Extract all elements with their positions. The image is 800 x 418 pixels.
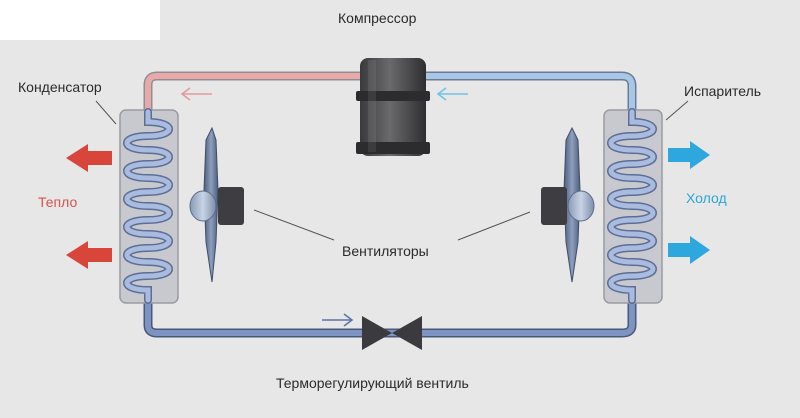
heat-label: Тепло <box>38 194 78 210</box>
expansion-valve-label: Терморегулирующий вентиль <box>276 375 469 391</box>
cold-arrow-upper <box>668 141 710 169</box>
leader-lines <box>95 100 689 241</box>
condenser-coil <box>119 108 179 304</box>
pipe-hot-top <box>143 71 362 112</box>
cold-arrow-lower <box>668 236 710 264</box>
left-fan <box>189 126 244 283</box>
right-fan <box>541 126 595 283</box>
fans-label: Вентиляторы <box>342 243 429 259</box>
cold-label: Холод <box>686 190 727 206</box>
expansion-valve <box>362 316 422 350</box>
evaporator-label: Испаритель <box>684 83 762 99</box>
white-corner-block <box>0 0 160 40</box>
pipe-bottom <box>143 300 637 338</box>
flow-arrow-right-top <box>436 87 468 101</box>
compressor-label: Компрессор <box>338 10 417 26</box>
heat-arrow-lower <box>66 241 112 269</box>
flow-arrow-bottom <box>322 313 354 327</box>
evaporator-coil <box>603 108 663 304</box>
condenser-label: Конденсатор <box>18 79 102 95</box>
heat-arrow-upper <box>66 144 112 172</box>
flow-arrow-left-top <box>180 87 212 101</box>
compressor <box>356 58 430 156</box>
pipe-cool-top <box>424 71 637 112</box>
